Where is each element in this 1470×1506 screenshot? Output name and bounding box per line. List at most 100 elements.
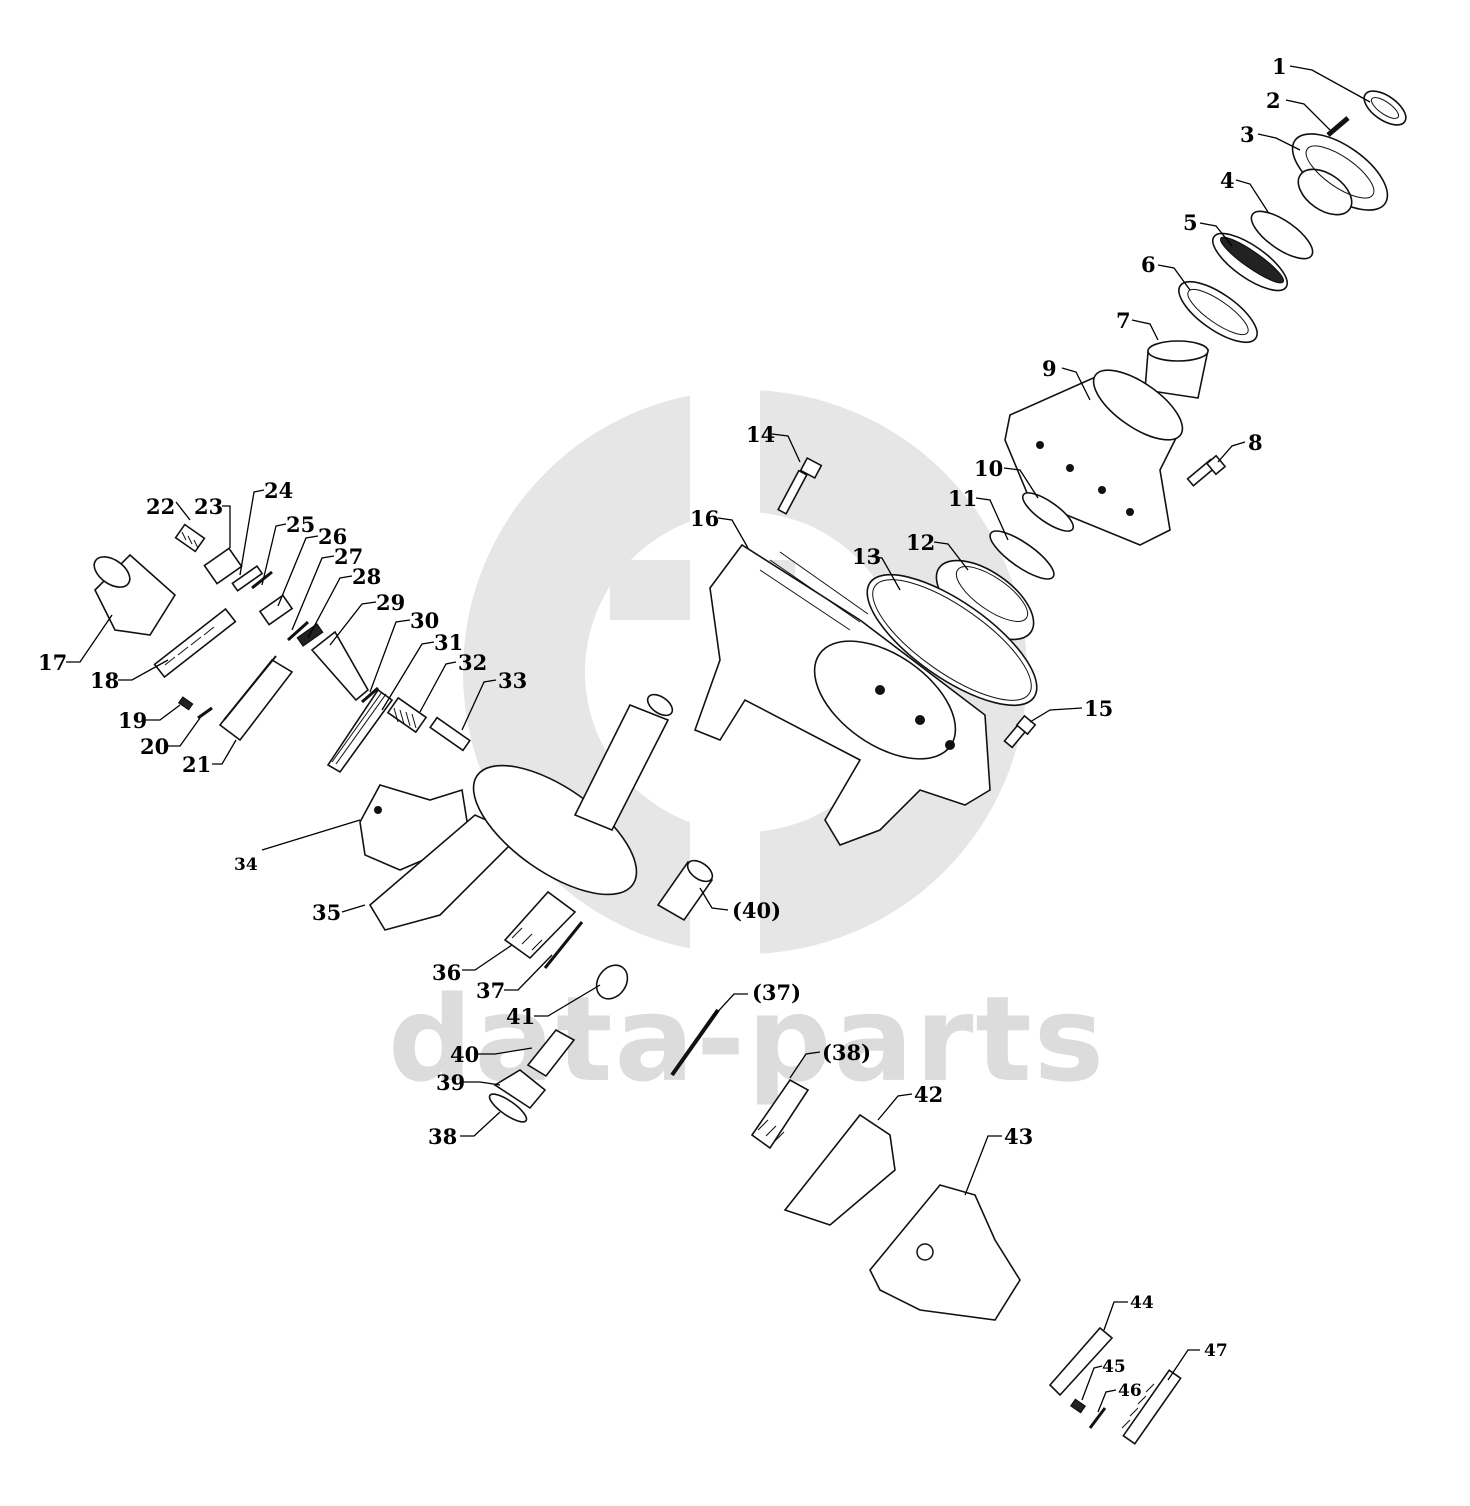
callout-12: 12 (906, 530, 935, 555)
part-8-bolt (1186, 454, 1227, 487)
callout-30: 30 (410, 608, 439, 633)
part-36-bevel-gear (503, 890, 577, 960)
part-13-gasket (866, 573, 1038, 707)
part-16-gearbox-housing (693, 543, 991, 846)
callout-6: 6 (1141, 252, 1156, 277)
callout-26: 26 (318, 524, 347, 549)
part-42-housing (783, 1113, 896, 1226)
part-45-screw (1069, 1398, 1087, 1414)
callout-14: 14 (746, 422, 775, 447)
callout-32: 32 (458, 650, 487, 675)
callout-29: 29 (376, 590, 405, 615)
part-29-shaft (310, 630, 370, 702)
part-27-ring (286, 620, 310, 642)
callout-35: 35 (312, 900, 341, 925)
callout-28: 28 (352, 564, 381, 589)
callout-2: 2 (1266, 88, 1281, 113)
part-35-cover (368, 814, 522, 931)
part-31-spline-shaft (326, 688, 394, 774)
part-24-pin (231, 565, 264, 592)
callout-15: 15 (1084, 696, 1113, 721)
part-44-cylinder (1048, 1326, 1114, 1397)
callout-22: 22 (146, 494, 175, 519)
part-22-fitting (174, 523, 206, 553)
part-23-block (203, 547, 243, 585)
part-21-cylinder (218, 655, 294, 742)
part-38-gear-ref (750, 1078, 810, 1150)
part-37-ring-ref (670, 1008, 720, 1077)
callout-38: 38 (428, 1124, 457, 1149)
callout-8: 8 (1248, 430, 1263, 455)
part-33-pin (429, 716, 471, 752)
part-47-rack (1121, 1369, 1182, 1445)
callout-38-ref: (38) (822, 1040, 871, 1065)
callout-25: 25 (286, 512, 315, 537)
callout-17: 17 (38, 650, 67, 675)
part-26-bushing (258, 594, 294, 626)
part-17-hub (93, 553, 177, 636)
callout-13: 13 (852, 544, 881, 569)
callout-31: 31 (434, 630, 463, 655)
callout-24: 24 (264, 478, 293, 503)
callout-39: 39 (436, 1070, 465, 1095)
callout-40: 40 (450, 1042, 479, 1067)
part-5-seal (1212, 232, 1288, 292)
callout-4: 4 (1220, 168, 1235, 193)
callout-10: 10 (974, 456, 1003, 481)
part-1-bearing (1363, 90, 1407, 126)
callout-45: 45 (1102, 1357, 1126, 1377)
callout-18: 18 (90, 668, 119, 693)
callout-36: 36 (432, 960, 461, 985)
callout-40-ref: (40) (732, 898, 781, 923)
callout-43: 43 (1004, 1124, 1033, 1149)
callout-27: 27 (334, 544, 363, 569)
part-15-bolt (1003, 714, 1037, 749)
part-14-bolt (777, 456, 823, 515)
callout-20: 20 (140, 734, 169, 759)
callout-37-ref: (37) (752, 980, 801, 1005)
part-32-spring (386, 696, 428, 734)
callout-21: 21 (182, 752, 211, 777)
callout-3: 3 (1240, 122, 1255, 147)
callout-16: 16 (690, 506, 719, 531)
callout-7: 7 (1116, 308, 1131, 333)
part-39-cone (493, 1069, 547, 1110)
part-11-ring (989, 530, 1055, 580)
part-2-shaft-stub (1326, 116, 1350, 137)
callout-41: 41 (506, 1004, 535, 1029)
part-25-spacer (251, 570, 273, 590)
part-flange-disc-shaft (472, 693, 674, 896)
part-20-clip (197, 706, 213, 720)
part-40-sleeve (526, 1028, 576, 1078)
callout-42: 42 (914, 1082, 943, 1107)
part-7-sleeve (1144, 340, 1209, 399)
callout-1: 1 (1272, 54, 1287, 79)
part-37-ring (543, 921, 584, 969)
part-38-ring (488, 1093, 528, 1123)
callout-23: 23 (194, 494, 223, 519)
part-40-sleeve-ref (656, 859, 714, 922)
part-41-cap (595, 964, 629, 1000)
callout-37: 37 (476, 978, 505, 1003)
part-3-flange-hub (1291, 133, 1389, 216)
callout-34: 34 (234, 855, 258, 875)
part-43-differential (869, 1184, 1021, 1321)
callout-47: 47 (1204, 1341, 1228, 1361)
part-46-pin (1088, 1407, 1107, 1429)
part-19-pin (177, 696, 194, 711)
part-18-gear-rack (153, 607, 237, 679)
part-6-bearing-cup (1178, 280, 1258, 344)
callout-9: 9 (1042, 356, 1057, 381)
part-10-ring (1021, 492, 1075, 532)
part-4-ring (1250, 210, 1314, 260)
part-30-ring (361, 686, 379, 704)
callout-11: 11 (948, 486, 977, 511)
callout-33: 33 (498, 668, 527, 693)
callout-19: 19 (118, 708, 147, 733)
callout-44: 44 (1130, 1293, 1154, 1313)
callout-46: 46 (1118, 1381, 1142, 1401)
callout-labels: 1 2 3 4 5 6 7 8 9 10 11 12 13 14 15 16 1… (38, 54, 1287, 1401)
leader-lines (66, 65, 1371, 1413)
callout-5: 5 (1183, 210, 1198, 235)
